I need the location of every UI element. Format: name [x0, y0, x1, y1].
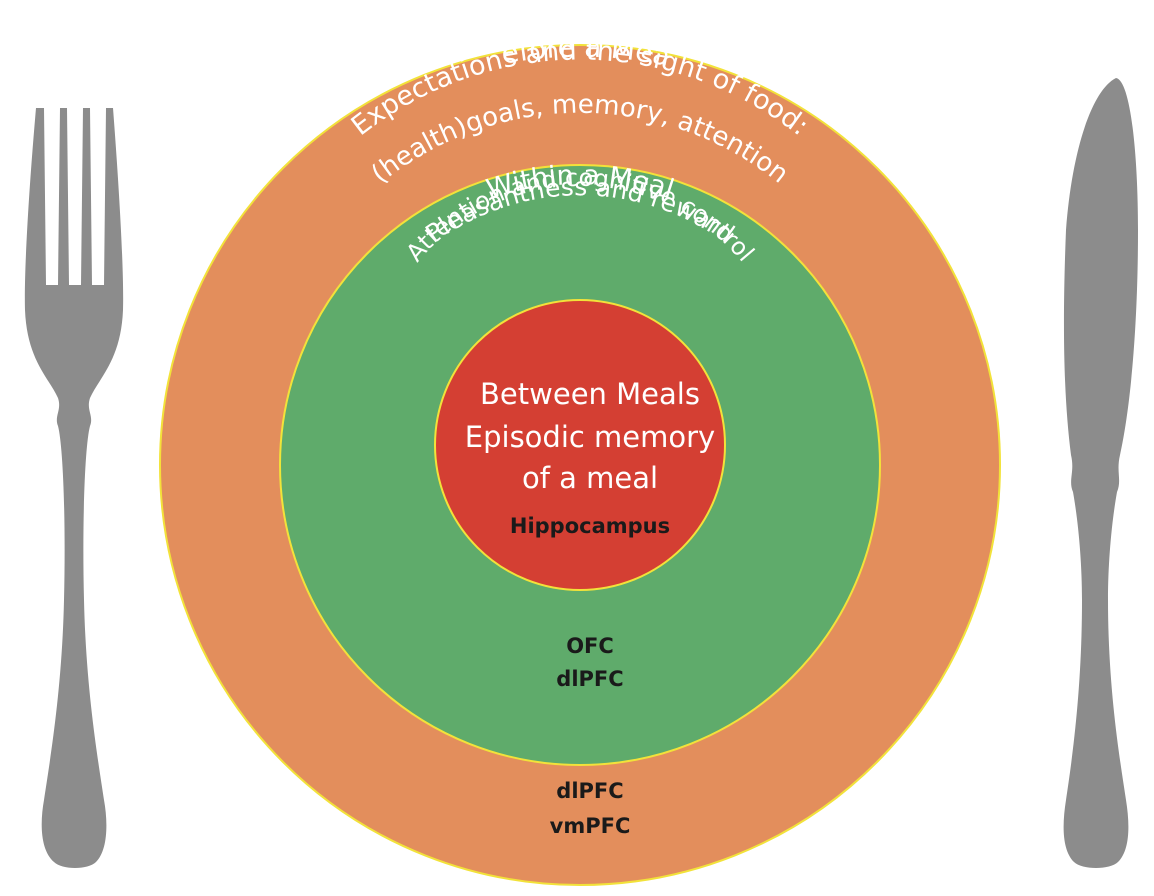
middle-region2: dlPFC — [556, 667, 623, 691]
middle-region1: OFC — [566, 634, 614, 658]
inner-line3: of a meal — [522, 461, 658, 495]
knife-icon — [1063, 78, 1138, 868]
inner-region: Hippocampus — [510, 514, 670, 538]
inner-line1: Between Meals — [480, 377, 700, 411]
fork-icon — [24, 108, 124, 868]
outer-region2: vmPFC — [550, 814, 631, 838]
outer-region1: dlPFC — [556, 779, 623, 803]
inner-line2: Episodic memory — [465, 420, 715, 454]
inner-circle — [434, 299, 726, 591]
